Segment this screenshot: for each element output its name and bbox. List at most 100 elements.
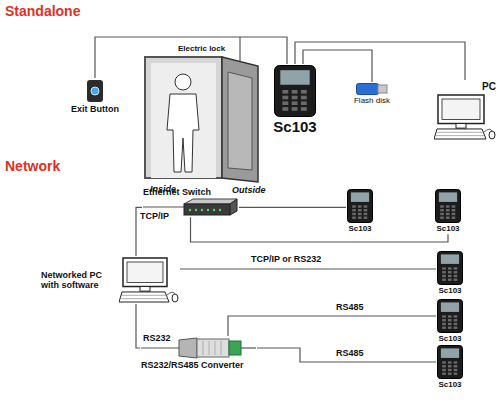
device-screen [441, 254, 459, 264]
device-key [282, 96, 288, 100]
device-label: Sc103 [438, 334, 461, 343]
converter-rib [209, 341, 210, 355]
device-node: Sc103 [436, 344, 464, 390]
device-key [282, 107, 288, 111]
device-key [442, 365, 446, 367]
device-key [454, 275, 458, 277]
monitor-stand [456, 123, 466, 128]
device-key [454, 319, 458, 321]
doorway [151, 63, 216, 178]
cable [143, 207, 184, 208]
door-leaf [222, 57, 258, 182]
monitor [438, 95, 484, 124]
device-key [454, 369, 458, 371]
keyboard-row [436, 135, 484, 136]
device-key [292, 107, 298, 111]
device-key [442, 323, 446, 325]
device-key [442, 279, 446, 281]
device-key [442, 361, 446, 363]
device-key [301, 107, 307, 111]
device-body [275, 66, 316, 117]
device-key [448, 323, 452, 325]
converter-rib [215, 341, 216, 355]
device-key [442, 319, 446, 321]
terminal-block [229, 341, 241, 355]
device-key [352, 217, 356, 219]
device-key [448, 365, 452, 367]
device-key [446, 205, 450, 207]
switch-led [213, 209, 215, 211]
device-key [292, 101, 298, 105]
device-label: Exit Button [71, 104, 119, 114]
device-icon [434, 94, 496, 140]
device-key [448, 267, 452, 269]
device-label: Sc103 [436, 224, 459, 233]
cable-line [239, 207, 346, 208]
device-screen [280, 70, 309, 85]
device-key [358, 205, 362, 207]
converter-body [197, 339, 229, 357]
device-key [454, 271, 458, 273]
device-label: PC [482, 81, 496, 93]
device-screen [441, 302, 459, 312]
keyboard [434, 128, 486, 138]
device-icon [274, 65, 316, 117]
switch-front [184, 204, 230, 215]
device-screen [351, 192, 369, 202]
mouse [489, 131, 495, 139]
switch-led [207, 209, 209, 211]
device-body [436, 190, 461, 223]
device-key [358, 213, 362, 215]
device-key [452, 205, 456, 207]
door-panel [228, 72, 252, 170]
device-key [440, 217, 444, 219]
door-frame [145, 57, 222, 178]
device-key [454, 365, 458, 367]
cable [141, 347, 179, 348]
link-label: TCP/IP [139, 211, 170, 221]
device-icon [437, 345, 463, 379]
switch-led [195, 209, 197, 211]
cable-line [136, 304, 140, 348]
keyboard-row [121, 295, 167, 296]
device-icon [435, 189, 461, 223]
device-icon [347, 189, 373, 223]
device-key [448, 315, 452, 317]
device-key [442, 271, 446, 273]
device-key [364, 213, 368, 215]
link-label: RS485 [335, 302, 365, 312]
device-label: RS232/RS485 Converter [141, 360, 244, 370]
device-key [454, 315, 458, 317]
device-key [440, 209, 444, 211]
switch-led [219, 209, 221, 211]
device-label: Sc103 [273, 118, 316, 135]
device-screen [439, 192, 457, 202]
cable-line [95, 37, 287, 78]
device-label: Networked PC with software [41, 270, 115, 291]
person-head [175, 74, 191, 90]
device-node: Networked PC with software [40, 256, 180, 304]
device-key [442, 327, 446, 329]
device-key [454, 327, 458, 329]
device-key [448, 373, 452, 375]
label-text: Electric lock [178, 44, 225, 53]
device-key [448, 319, 452, 321]
device-key [352, 213, 356, 215]
device-label: Flash disk [354, 96, 390, 105]
monitor-screen [127, 262, 163, 283]
device-key [454, 361, 458, 363]
section-heading: Standalone [5, 3, 80, 19]
device-node: Flash disk [353, 82, 391, 106]
device-node: Sc103 [346, 188, 374, 234]
door-illustration [145, 37, 258, 182]
device-body [438, 252, 463, 285]
cable-line [257, 348, 436, 362]
monitor-stand [140, 287, 150, 292]
monitor [123, 258, 167, 287]
device-key [352, 205, 356, 207]
device-key [364, 217, 368, 219]
cable-line [180, 268, 436, 269]
device-key [448, 327, 452, 329]
